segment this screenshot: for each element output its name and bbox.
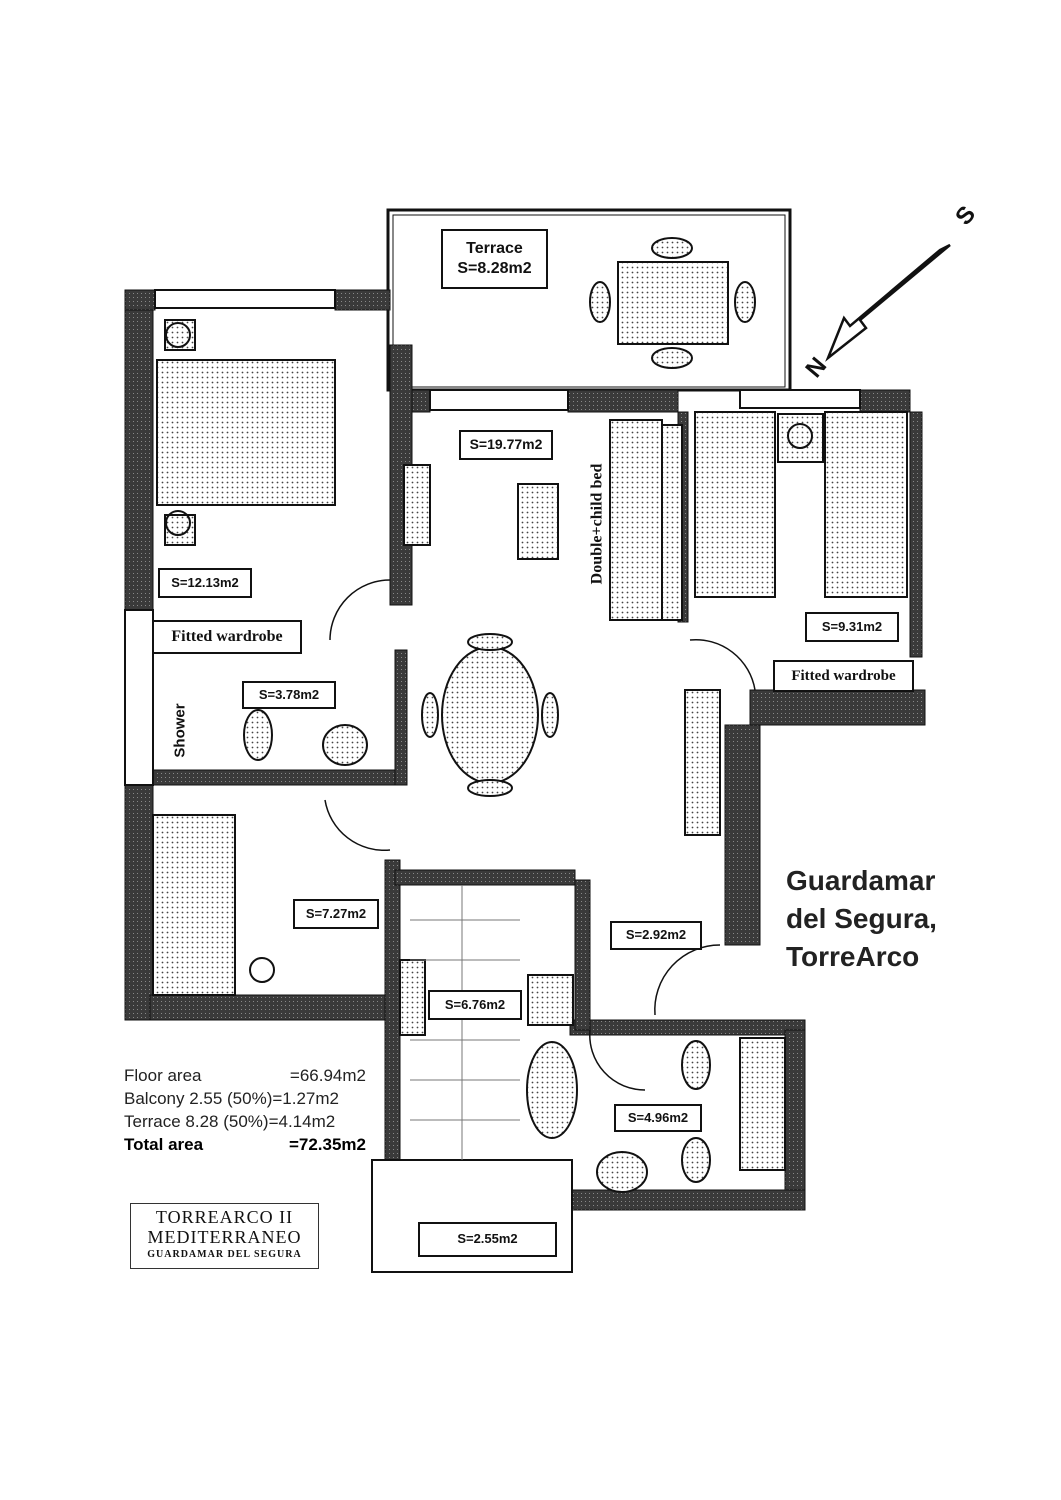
floor-area-value: =66.94m2 bbox=[289, 1066, 366, 1085]
twin-bedroom-area-label: S=9.31m2 bbox=[805, 612, 899, 642]
stamp-line-3: GUARDAMAR DEL SEGURA bbox=[147, 1249, 302, 1260]
terrace-area: S=8.28m2 bbox=[457, 260, 532, 277]
shower-room-area-label: S=3.78m2 bbox=[242, 681, 336, 709]
kitchen-area-label: S=6.76m2 bbox=[428, 990, 522, 1020]
small-bedroom-area-label: S=7.27m2 bbox=[293, 899, 379, 929]
fitted-wardrobe-left: Fitted wardrobe bbox=[152, 620, 302, 654]
hall-area-label: S=2.92m2 bbox=[610, 921, 702, 950]
bathroom-area-label: S=4.96m2 bbox=[614, 1104, 702, 1132]
shower-label: Shower bbox=[171, 703, 189, 758]
location-line-3: TorreArco bbox=[786, 941, 920, 972]
location-title: Guardamar del Segura, TorreArco bbox=[786, 862, 937, 976]
location-line-1: Guardamar bbox=[786, 865, 936, 896]
total-area-value: =72.35m2 bbox=[288, 1135, 366, 1154]
walls bbox=[124, 289, 926, 1211]
location-line-2: del Segura, bbox=[786, 903, 937, 934]
floor-area-label: Floor area bbox=[124, 1066, 202, 1085]
terrace-area-line: Terrace 8.28 (50%)=4.14m2 bbox=[124, 1112, 336, 1131]
stamp-line-1: TORREARCO II bbox=[155, 1207, 294, 1227]
balcony-area-line: Balcony 2.55 (50%)=1.27m2 bbox=[124, 1089, 339, 1108]
master-bedroom-area-label: S=12.13m2 bbox=[158, 568, 252, 598]
fitted-wardrobe-right: Fitted wardrobe bbox=[773, 660, 914, 692]
furniture bbox=[152, 237, 908, 1193]
area-summary: Floor area =66.94m2 Balcony 2.55 (50%)=1.… bbox=[124, 1064, 366, 1156]
terrace-name: Terrace bbox=[466, 240, 523, 257]
stamp-line-2: MEDITERRANEO bbox=[147, 1227, 302, 1247]
project-stamp: TORREARCO II MEDITERRANEO GUARDAMAR DEL … bbox=[130, 1203, 319, 1269]
total-area-label: Total area bbox=[124, 1135, 204, 1154]
sofa-bed-label: Double+child bed bbox=[588, 463, 606, 585]
north-arrow bbox=[825, 243, 951, 362]
living-area-label: S=19.77m2 bbox=[459, 430, 553, 460]
balcony-area-label: S=2.55m2 bbox=[418, 1222, 557, 1257]
